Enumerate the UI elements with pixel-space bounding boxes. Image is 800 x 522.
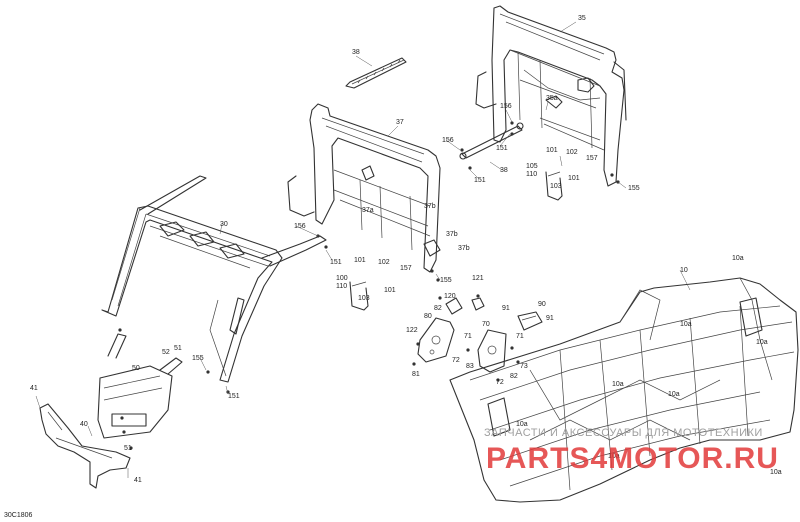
watermark-tagline: ЗАПЧАСТИ И АКСЕССУАРЫ ДЛЯ МОТОТЕХНИКИ (484, 427, 763, 439)
callout-155: 155 (440, 277, 452, 284)
watermark-logo: PARTS4MOTOR.RU (486, 442, 779, 475)
bracket-70 (477, 329, 507, 373)
callout-101: 101 (546, 147, 558, 154)
callout-37a: 37a (362, 207, 374, 214)
callout-102: 102 (566, 149, 578, 156)
callout-100: 100 (336, 275, 348, 282)
callout-155: 155 (192, 355, 204, 362)
callout-10a: 10a (668, 391, 680, 398)
callout-155: 155 (628, 185, 640, 192)
callout-90: 90 (538, 301, 546, 308)
callout-40: 40 (80, 421, 88, 428)
callout-38: 38 (500, 167, 508, 174)
callout-70: 70 (482, 321, 490, 328)
callout-10a: 10a (608, 453, 620, 460)
callout-101: 101 (354, 257, 366, 264)
callout-103: 103 (550, 183, 562, 190)
callout-82: 82 (510, 373, 518, 380)
callout-72: 72 (452, 357, 460, 364)
callout-151: 151 (228, 393, 240, 400)
callout-157: 157 (400, 265, 412, 272)
callout-110: 110 (526, 171, 537, 178)
callout-41: 41 (134, 477, 142, 484)
front-roll-cage-30 (101, 175, 327, 383)
callout-91: 91 (502, 305, 510, 312)
callout-72: 72 (496, 379, 504, 386)
bracket-120 (471, 297, 485, 311)
bracket-82 (445, 297, 463, 315)
callout-51: 51 (124, 445, 132, 452)
watermark: ЗАПЧАСТИ И АКСЕССУАРЫ ДЛЯ МОТОТЕХНИКИ PA… (484, 427, 779, 475)
middle-frame-37 (287, 103, 441, 273)
main-chassis-frame-10 (449, 277, 799, 503)
callout-81: 81 (412, 371, 420, 378)
callout-10a: 10a (612, 381, 624, 388)
callout-120: 120 (444, 293, 456, 300)
callout-35: 35 (578, 15, 586, 22)
callout-122: 122 (406, 327, 418, 334)
callout-10a: 10a (756, 339, 768, 346)
handle-103-rear (545, 171, 563, 201)
callout-103: 103 (358, 295, 370, 302)
callout-71: 71 (464, 333, 472, 340)
callout-50: 50 (132, 365, 140, 372)
callout-37b: 37b (424, 203, 436, 210)
callout-101: 101 (568, 175, 580, 182)
callout-41: 41 (30, 385, 38, 392)
callout-10a: 10a (680, 321, 692, 328)
callout-102: 102 (378, 259, 390, 266)
callout-110: 110 (336, 283, 347, 290)
callout-73: 73 (520, 363, 528, 370)
callout-105: 105 (526, 163, 538, 170)
callout-80: 80 (424, 313, 432, 320)
callout-10: 10 (680, 267, 688, 274)
leader-lines (35, 21, 691, 478)
callout-37: 37 (396, 119, 404, 126)
callout-10a: 10a (770, 469, 782, 476)
callout-51: 51 (174, 345, 182, 352)
callout-37b: 37b (446, 231, 458, 238)
bumper-support-50 (97, 333, 183, 439)
callout-38: 38 (352, 49, 360, 56)
callout-151: 151 (496, 145, 508, 152)
callout-157: 157 (586, 155, 598, 162)
callout-101: 101 (384, 287, 396, 294)
callout-156: 156 (500, 103, 512, 110)
callout-10a: 10a (516, 421, 528, 428)
callout-30: 30 (220, 221, 228, 228)
handle-103-middle (349, 281, 369, 311)
callout-151: 151 (330, 259, 342, 266)
callout-37b: 37b (458, 245, 470, 252)
callout-82: 82 (434, 305, 442, 312)
callout-83: 83 (466, 363, 474, 370)
bracket-90 (517, 311, 543, 331)
roof-bar-38 (345, 57, 407, 89)
bolt-hardware (118, 121, 620, 450)
callout-10a: 10a (732, 255, 744, 262)
bracket-80 (417, 317, 455, 363)
callout-156: 156 (294, 223, 306, 230)
callout-151: 151 (474, 177, 486, 184)
callout-35a: 35a (546, 95, 558, 102)
callout-71: 71 (516, 333, 524, 340)
callout-121: 121 (472, 275, 484, 282)
callout-91: 91 (546, 315, 554, 322)
diagram-reference-code: 30C1806 (4, 512, 33, 519)
cross-bar-38 (459, 122, 524, 160)
callout-156: 156 (442, 137, 454, 144)
callout-52: 52 (162, 349, 170, 356)
front-bumper-40 (39, 403, 131, 489)
